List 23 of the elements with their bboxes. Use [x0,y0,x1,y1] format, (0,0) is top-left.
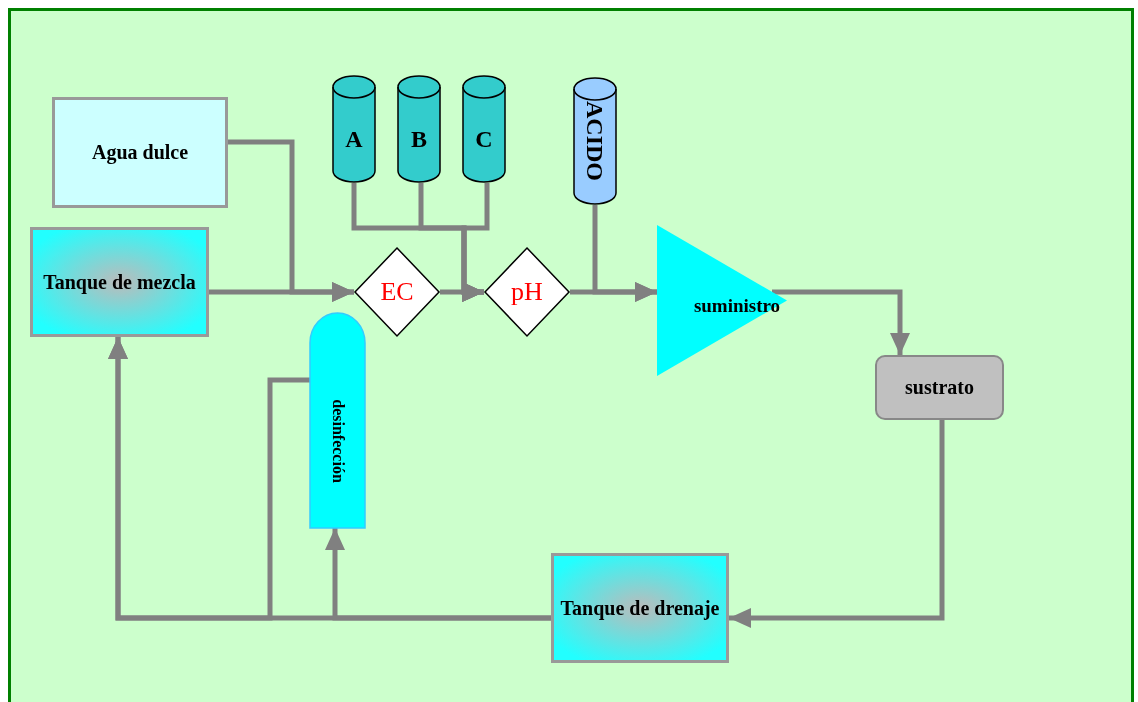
node-label: sustrato [905,375,974,400]
node-label: suministro [693,293,781,318]
flow-arrow [570,282,657,302]
flow-arrow [209,282,354,302]
node-label: desinfección [328,398,348,483]
tank-box [551,553,729,663]
node-label: C [475,125,493,154]
flow-arrow [729,420,945,628]
flow-arrow [108,337,310,621]
source-box [52,97,228,208]
substrate-box [875,355,1004,420]
node-label: A [345,125,363,154]
tank-box [30,227,209,337]
flow-arrow [325,528,551,621]
node-label: Agua dulce [91,140,189,165]
node-label: ACIDO [581,101,609,181]
node-label: B [411,125,427,154]
flow-arrow [440,282,484,302]
node-label: EC [380,275,414,308]
node-label: Tanque de drenaje [560,595,720,621]
flow-arrow [772,289,910,355]
node-label: Tanque de mezcla [43,269,196,295]
node-label: pH [511,275,543,308]
